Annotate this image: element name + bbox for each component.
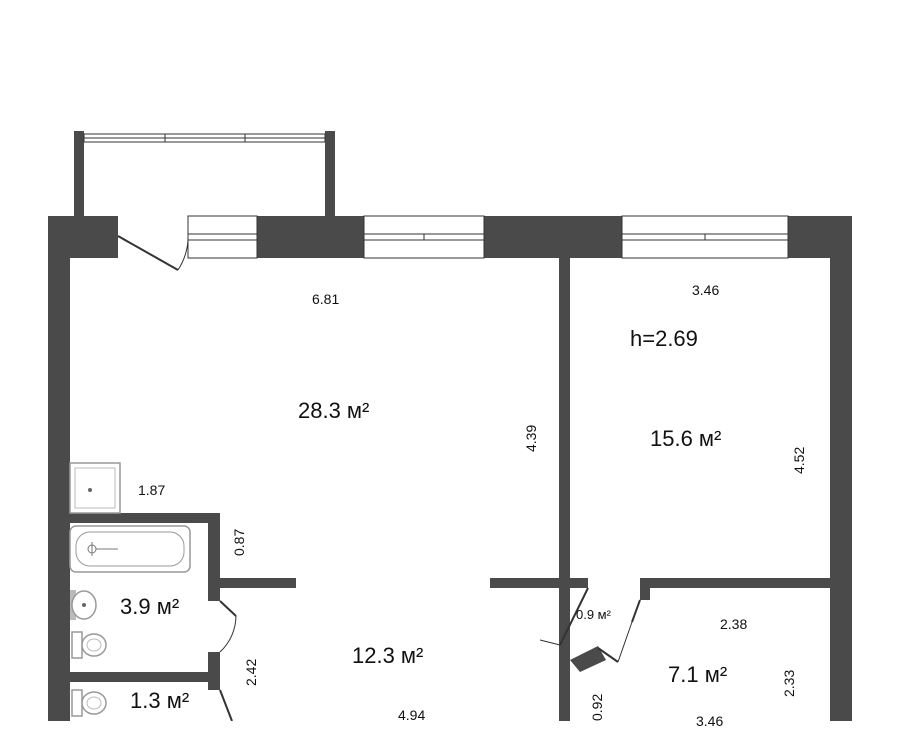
kitchen-area-label: 7.1 м² xyxy=(668,662,728,687)
kitchen-depth-label: 2.33 xyxy=(781,669,797,697)
living-width-label: 6.81 xyxy=(312,291,340,307)
kitchenette-depth-label: 0.87 xyxy=(231,528,247,556)
washbasin-icon xyxy=(70,590,97,620)
hall-depth-label: 2.42 xyxy=(243,658,259,686)
kitchenette-width-label: 1.87 xyxy=(138,482,166,498)
balcony xyxy=(74,131,335,217)
door-icon xyxy=(597,599,641,663)
bathtub-icon xyxy=(69,525,191,573)
kitchen-width-label: 2.38 xyxy=(720,616,748,632)
window-icon xyxy=(363,215,485,259)
closet-area-label: 0.9 м² xyxy=(576,607,611,622)
hall-width-label: 4.94 xyxy=(398,707,426,723)
ceiling-height-label: h=2.69 xyxy=(630,326,698,351)
door-icon xyxy=(117,235,189,271)
living-depth-label: 4.39 xyxy=(523,424,539,452)
interior-walls xyxy=(70,258,830,721)
sink-icon xyxy=(69,462,121,514)
hall-area-label: 12.3 м² xyxy=(352,643,424,668)
bathroom-area-label: 3.9 м² xyxy=(120,594,180,619)
toilet-area-label: 1.3 м² xyxy=(130,688,190,713)
balcony-wall-right xyxy=(325,131,335,217)
door-icon xyxy=(539,587,589,646)
window-icon xyxy=(621,215,789,259)
toilet-icon xyxy=(71,689,107,717)
door-icon xyxy=(219,600,237,653)
window-icon xyxy=(187,215,258,259)
bedroom-area-label: 15.6 м² xyxy=(650,426,722,451)
kitchen-bottom-label: 3.46 xyxy=(696,713,724,729)
exterior-walls xyxy=(48,216,852,721)
door-icon xyxy=(219,689,233,721)
toilet-icon xyxy=(71,631,107,659)
closet-depth-label: 0.92 xyxy=(589,693,605,721)
balcony-wall-left xyxy=(74,131,84,217)
bedroom-width-label: 3.46 xyxy=(692,282,720,298)
bedroom-depth-label: 4.52 xyxy=(791,446,807,474)
living-area-label: 28.3 м² xyxy=(298,398,370,423)
